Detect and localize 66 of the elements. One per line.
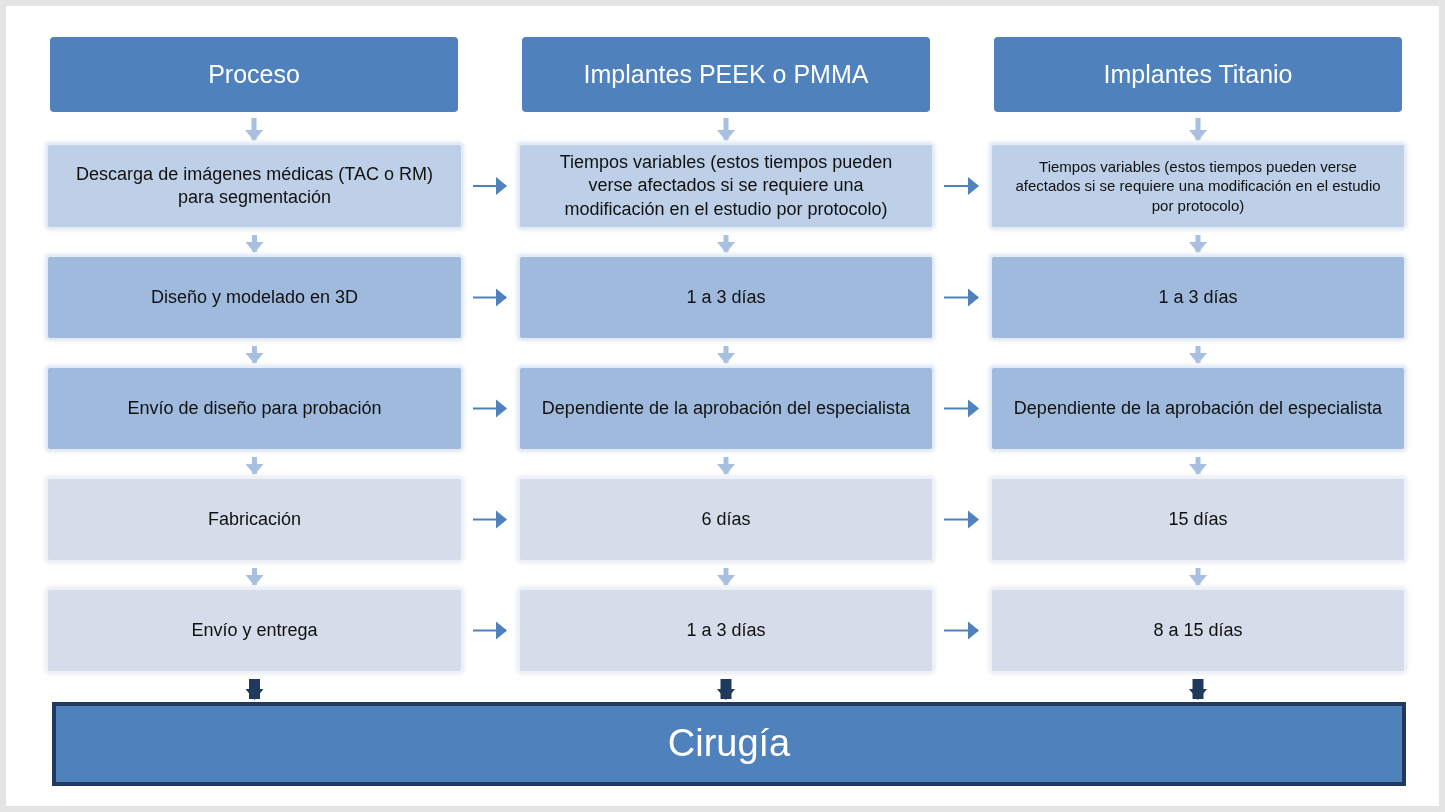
arrow <box>472 399 507 418</box>
arrow <box>1189 235 1207 253</box>
arrow <box>943 510 979 529</box>
arrow <box>245 457 264 475</box>
column-header <box>522 37 930 112</box>
arrow <box>1189 118 1207 141</box>
step-box <box>518 588 934 673</box>
header-text: Proceso <box>208 59 300 91</box>
column-header <box>994 37 1402 112</box>
arrow <box>1189 457 1207 475</box>
arrow <box>717 118 735 141</box>
arrow <box>1189 679 1207 700</box>
arrow <box>717 679 735 700</box>
step-text: 8 a 15 días <box>1153 618 1243 642</box>
step-text: Fabricación <box>207 507 301 531</box>
step-text: 1 a 3 días <box>1158 285 1238 309</box>
step-box <box>990 143 1406 229</box>
step-text: 6 días <box>701 507 751 531</box>
step-text: Dependiente de la aprobación del especialista <box>1013 396 1383 420</box>
step-box <box>46 366 463 451</box>
arrow <box>717 235 735 253</box>
arrow <box>472 288 507 307</box>
column-header <box>50 37 458 112</box>
step-box <box>46 143 463 229</box>
step-box <box>518 477 934 562</box>
step-box <box>518 255 934 340</box>
arrow <box>943 288 979 307</box>
step-box <box>990 477 1406 562</box>
arrow <box>245 235 264 253</box>
arrow <box>472 510 507 529</box>
step-box <box>990 588 1406 673</box>
arrow <box>717 457 735 475</box>
arrow <box>245 679 264 700</box>
arrow <box>472 177 507 195</box>
step-box <box>46 477 463 562</box>
step-box <box>518 366 934 451</box>
header-text: Implantes Titanio <box>1103 59 1293 91</box>
step-box <box>46 255 463 340</box>
step-text: Envío de diseño para probación <box>127 396 382 420</box>
step-text: 15 días <box>1168 507 1228 531</box>
surgery-text: Cirugía <box>667 721 791 767</box>
arrow <box>943 621 979 640</box>
step-box <box>990 366 1406 451</box>
step-box <box>46 588 463 673</box>
arrow <box>943 177 979 195</box>
step-text: Envío y entrega <box>191 618 318 642</box>
step-box <box>990 255 1406 340</box>
step-text: Descarga de imágenes médicas (TAC o RM) para segmentación <box>75 162 434 209</box>
arrow <box>1189 346 1207 364</box>
arrow <box>943 399 979 418</box>
step-text: 1 a 3 días <box>686 285 766 309</box>
header-text: Implantes PEEK o PMMA <box>583 59 869 91</box>
arrow <box>717 568 735 586</box>
step-text: Dependiente de la aprobación del especialista <box>541 396 911 420</box>
step-text: Tiempos variables (estos tiempos pueden verse afectados si se requiere una modificación en el estudio por protocolo) <box>1014 156 1382 216</box>
step-box <box>518 143 934 229</box>
step-text: Diseño y modelado en 3D <box>150 285 359 309</box>
arrow <box>1189 568 1207 586</box>
arrow <box>245 346 264 364</box>
arrow <box>245 568 264 586</box>
arrow <box>472 621 507 640</box>
step-text: Tiempos variables (estos tiempos pueden verse afectados si se requiere una modificación en el estudio por protocolo) <box>558 150 894 221</box>
step-text: 1 a 3 días <box>686 618 766 642</box>
surgery-box <box>52 702 1406 786</box>
arrow <box>717 346 735 364</box>
arrow <box>245 118 263 141</box>
